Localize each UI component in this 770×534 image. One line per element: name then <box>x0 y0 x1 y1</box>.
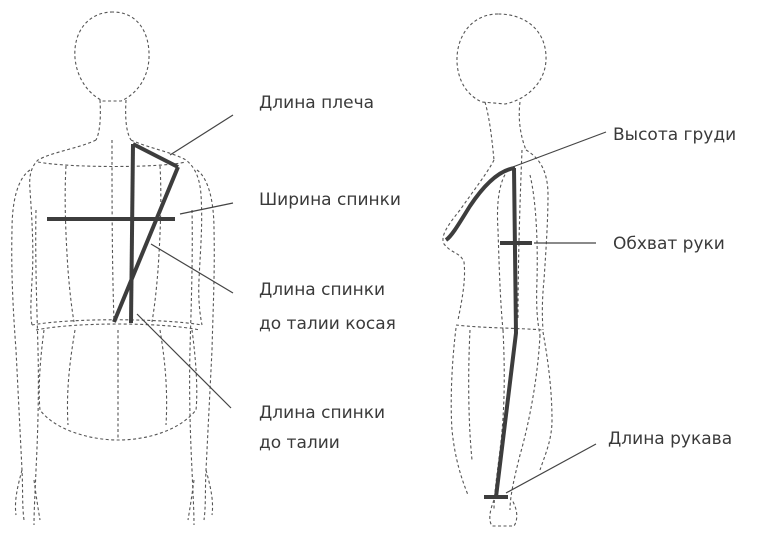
side-hand-outline <box>490 500 517 526</box>
back-neck-outline <box>96 100 131 140</box>
label-bust-height: Высота груди <box>613 122 736 148</box>
side-bust-height-measure <box>446 168 515 240</box>
back-waist-line <box>32 320 202 330</box>
leader-bust-height <box>510 132 606 168</box>
back-left-arm <box>12 170 39 525</box>
label-back-length-oblique-line1: Длина спинки <box>259 277 385 303</box>
leader-back-width <box>180 203 233 214</box>
back-shoulder-measure <box>133 144 178 167</box>
side-hip-outline <box>451 328 552 495</box>
back-length-measure <box>131 144 133 323</box>
back-right-hand <box>188 470 213 520</box>
side-view-mannequin <box>443 14 552 526</box>
label-back-width: Ширина спинки <box>259 187 401 213</box>
side-forearm-outline <box>494 330 540 510</box>
leader-back-length <box>137 314 231 408</box>
back-oblique-measure <box>114 167 178 322</box>
label-back-length-line1: Длина спинки <box>259 400 385 426</box>
side-head-outline <box>457 14 546 104</box>
back-left-hand <box>15 470 40 520</box>
side-neck-outline <box>485 102 526 160</box>
label-back-length-oblique-line2: до талии косая <box>259 311 396 337</box>
back-hip-seams <box>67 330 166 440</box>
label-shoulder-length: Длина плеча <box>259 90 374 116</box>
back-view-mannequin <box>12 12 215 525</box>
label-arm-girth: Обхват руки <box>613 231 725 257</box>
leader-sleeve-length <box>506 444 596 493</box>
back-princess-lines <box>65 140 161 322</box>
side-sleeve-length-measure <box>496 168 516 497</box>
back-right-arm <box>190 170 215 525</box>
leader-shoulder-length <box>170 115 233 155</box>
side-waist-line <box>456 325 543 330</box>
label-back-length-line2: до талии <box>259 430 340 456</box>
side-arm-outline <box>497 170 540 335</box>
label-sleeve-length: Длина рукава <box>608 426 732 452</box>
back-head-outline <box>75 12 149 101</box>
